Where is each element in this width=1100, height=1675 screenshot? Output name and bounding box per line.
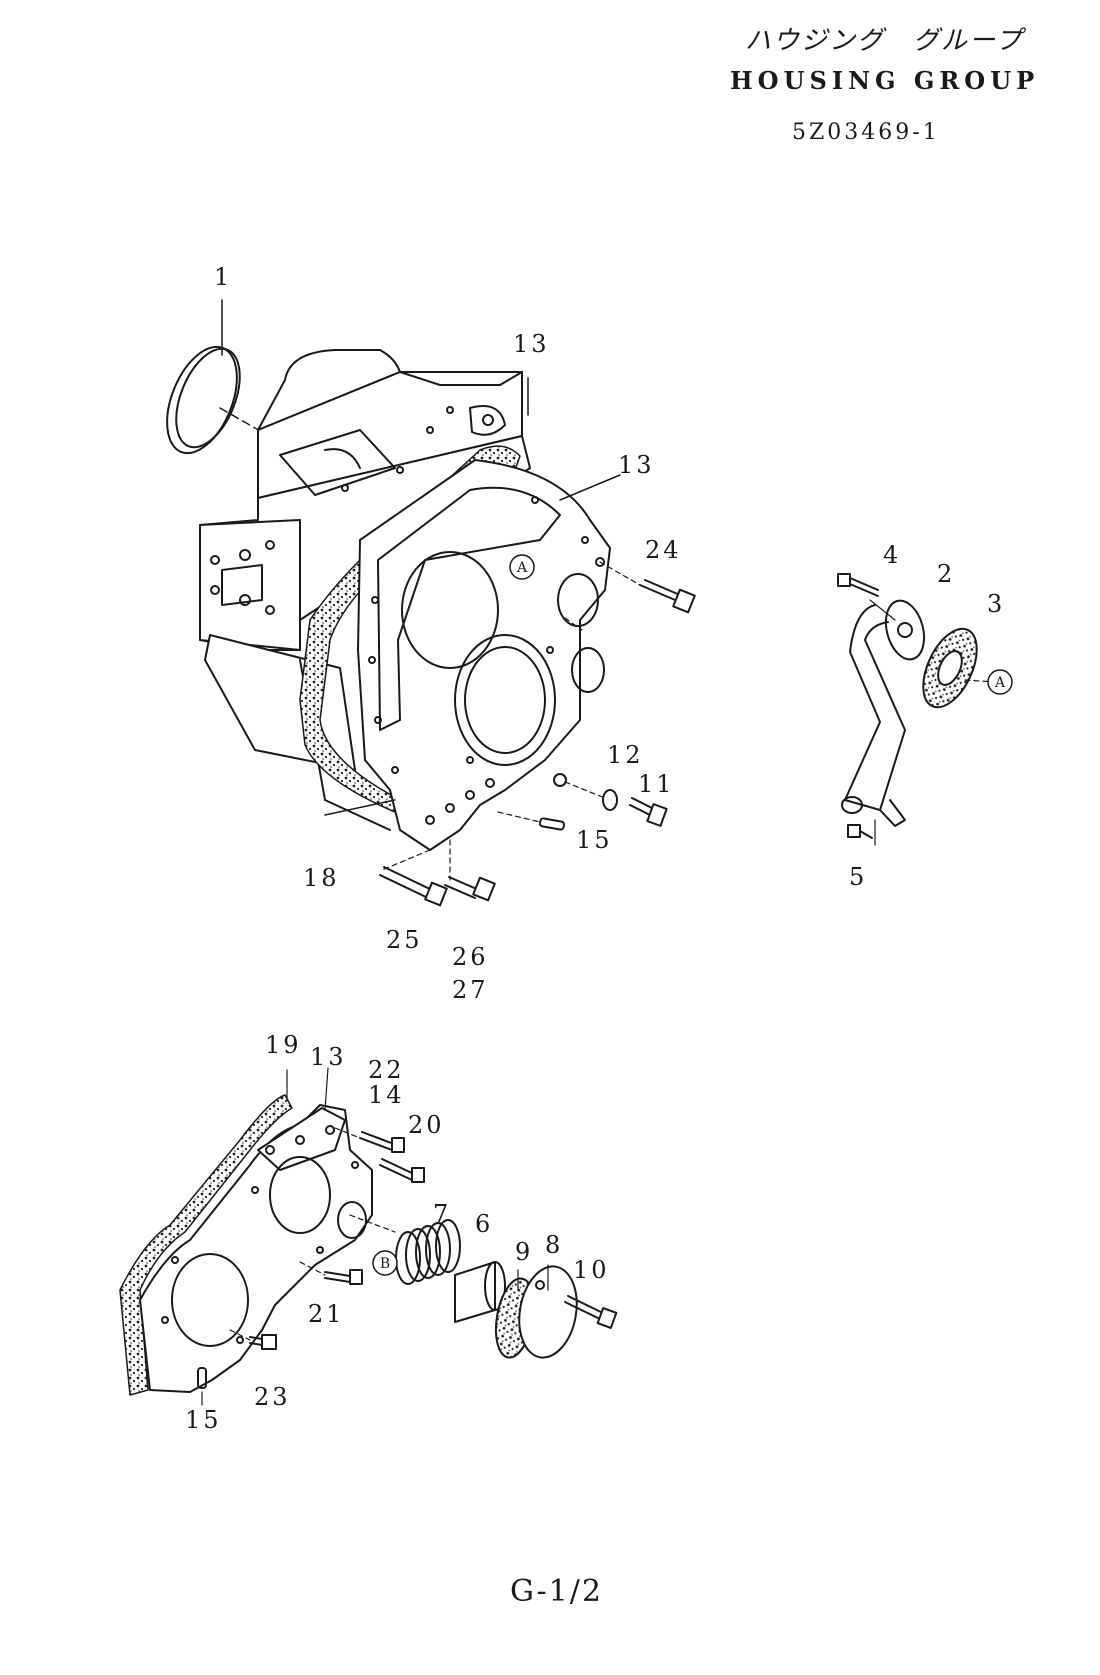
bolt-part bbox=[359, 1131, 425, 1183]
bolt-part bbox=[564, 1295, 618, 1329]
piston-part bbox=[454, 1261, 506, 1323]
callout-label: 26 bbox=[452, 943, 489, 971]
reference-mark-circles bbox=[372, 554, 1013, 1276]
callout-label: 2 bbox=[937, 560, 956, 588]
oil-pipe-part bbox=[841, 599, 978, 827]
center-line bbox=[349, 1214, 396, 1233]
leader-line bbox=[869, 599, 896, 621]
bolt-part bbox=[602, 789, 668, 827]
callout-label: 22 bbox=[368, 1056, 405, 1084]
callout-label: 21 bbox=[308, 1300, 345, 1328]
callout-label: 13 bbox=[513, 330, 550, 358]
callout-label: 5 bbox=[849, 863, 868, 891]
center-line bbox=[299, 1261, 326, 1276]
leader-line bbox=[559, 474, 621, 501]
callout-label: 7 bbox=[433, 1200, 452, 1228]
leader-line bbox=[324, 1067, 329, 1111]
center-line bbox=[219, 407, 263, 433]
center-line bbox=[229, 1329, 251, 1341]
bolt-part bbox=[639, 579, 696, 614]
callout-label: 9 bbox=[515, 1238, 534, 1266]
callout-label: 18 bbox=[303, 864, 340, 892]
callout-label: 10 bbox=[573, 1256, 610, 1284]
callout-label: 3 bbox=[987, 590, 1006, 618]
bolt-part bbox=[379, 866, 496, 907]
center-line bbox=[381, 839, 451, 881]
callout-label: 8 bbox=[545, 1231, 564, 1259]
leader-line bbox=[324, 799, 396, 816]
callout-label: 4 bbox=[883, 541, 902, 569]
reference-mark-a: A bbox=[994, 675, 1006, 691]
bolt-part bbox=[837, 573, 879, 839]
center-line bbox=[334, 1127, 361, 1139]
callout-label: 12 bbox=[607, 741, 644, 769]
callout-label: 27 bbox=[452, 976, 489, 1004]
center-line bbox=[564, 617, 583, 631]
center-line bbox=[497, 811, 541, 823]
drawing-number: 5Z03469-1 bbox=[792, 120, 940, 145]
callout-label: 24 bbox=[645, 536, 682, 564]
seal-ring-part bbox=[166, 345, 241, 455]
callout-label: 13 bbox=[618, 451, 655, 479]
callout-label: 15 bbox=[185, 1406, 222, 1434]
center-line bbox=[599, 561, 641, 586]
end-cover-part bbox=[518, 1265, 578, 1359]
front-plate-part bbox=[357, 459, 611, 851]
callout-label: 13 bbox=[310, 1043, 347, 1071]
callout-label: 25 bbox=[386, 926, 423, 954]
rear-cover-part bbox=[139, 1104, 373, 1393]
callout-label: 6 bbox=[475, 1210, 494, 1238]
center-line bbox=[964, 679, 996, 683]
callout-label: 19 bbox=[265, 1031, 302, 1059]
bolt-part bbox=[197, 1269, 363, 1389]
reference-mark-b: B bbox=[380, 1256, 390, 1272]
callout-label: 11 bbox=[638, 770, 675, 798]
callout-label: 14 bbox=[368, 1081, 405, 1109]
page-number: G-1/2 bbox=[510, 1574, 603, 1609]
callout-label: 20 bbox=[408, 1111, 445, 1139]
callout-label: 1 bbox=[214, 263, 233, 291]
callout-label: 23 bbox=[254, 1383, 291, 1411]
dowel-pin-part bbox=[538, 817, 566, 831]
title-japanese: ハウジング グループ bbox=[745, 26, 1024, 56]
callout-label: 15 bbox=[576, 826, 613, 854]
spring-part bbox=[395, 1219, 461, 1285]
reference-mark-a: A bbox=[516, 560, 528, 576]
title-english: HOUSING GROUP bbox=[730, 66, 1040, 95]
center-line bbox=[564, 781, 606, 799]
rear-gasket-part bbox=[119, 1094, 293, 1396]
